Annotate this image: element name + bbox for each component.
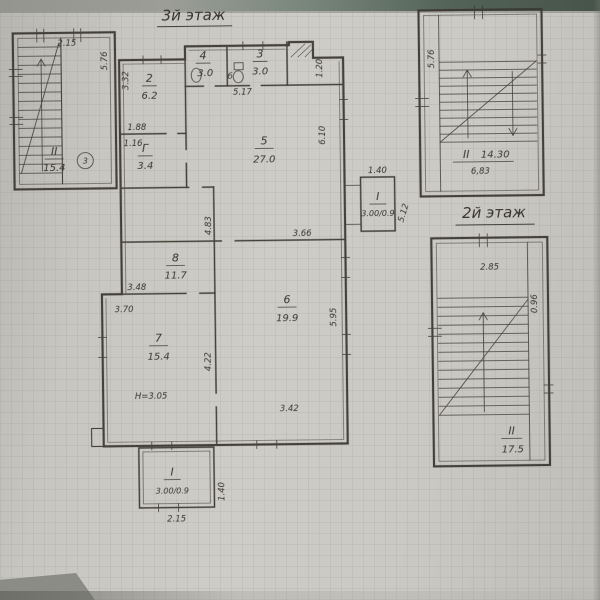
balcony-right-dim-top: 1.40 xyxy=(368,166,387,176)
balcony-bottom: I 3.00/0.9 2.15 1.40 xyxy=(138,446,227,525)
stairwell-area: 15.4 xyxy=(43,163,65,174)
stairwell-label: II xyxy=(51,145,58,158)
room2-dim-a: 1.88 xyxy=(127,123,147,133)
stair-lower-dim-top: 2.85 xyxy=(480,263,499,273)
room2-dim-b: 1.16 xyxy=(124,139,144,149)
room3-number: 3 xyxy=(256,47,263,60)
roomG-area: 3.4 xyxy=(137,161,153,172)
stair-upper-area: 14.30 xyxy=(481,149,510,160)
room2-number: 2 xyxy=(146,72,153,85)
balcony-bottom-dim-depth: 1.40 xyxy=(217,482,227,501)
room5-dim-right: 6.10 xyxy=(318,126,328,145)
stair-upper-label: II xyxy=(463,148,470,161)
floor3-labels: 2 6.2 3.32 1.88 1.16 Г 3.4 4 3.0 3 3.0 б… xyxy=(115,47,340,414)
balcony-right-area: 3.00/0.9 xyxy=(361,209,394,218)
room6-area: 19.9 xyxy=(276,313,298,324)
sink-icon xyxy=(190,67,202,83)
room4-area: 3.0 xyxy=(197,68,213,79)
stairwell-badge-circle xyxy=(76,152,94,170)
paper-bottom-edge xyxy=(0,591,600,600)
stairwell-badge: 3 xyxy=(83,157,88,166)
toilet-icon xyxy=(233,62,244,71)
room7-dim-top: 3.70 xyxy=(115,305,134,315)
balcony-right-label: I xyxy=(376,190,379,203)
room7-dim-right: 4.22 xyxy=(204,352,214,371)
balcony-bottom-area: 3.00/0.9 xyxy=(156,486,189,495)
stair-lower-label: II xyxy=(508,424,515,437)
room4-number: 4 xyxy=(199,49,206,62)
balcony-right: 1.40 I 3.00/0.9 5.12 xyxy=(344,166,412,233)
room3-area: 3.0 xyxy=(252,66,268,77)
room7-height-note: Н=3.05 xyxy=(135,392,168,402)
room5-dim-left: 4.83 xyxy=(204,216,214,235)
stair-upper-dim-side: 5.76 xyxy=(427,49,437,69)
room6-dim-bottom: 3.42 xyxy=(280,404,299,414)
floor2-title: 2й этаж xyxy=(462,203,526,222)
stairwell-dim-side: 5.76 xyxy=(100,51,110,71)
stair-plan-upper: 5.76 II 14.30 6,83 xyxy=(415,5,547,198)
room8-dim-bottom: 3.48 xyxy=(127,283,147,293)
stair-lower-area: 17.5 xyxy=(502,444,524,455)
scanner-bed-band xyxy=(0,0,600,11)
duct-dim: 1.20 xyxy=(315,59,325,78)
room6-number: 6 xyxy=(283,293,290,306)
room6-dim-right: 5.95 xyxy=(329,308,339,327)
stairwell-dim-top: 2.15 xyxy=(57,39,76,49)
room7-area: 15.4 xyxy=(147,352,169,363)
roomG-number: Г xyxy=(142,142,149,155)
paper-top-edge xyxy=(0,11,600,13)
room3-fixture-label: б xyxy=(228,72,233,81)
stair-plan-lower: 2.85 0.96 II 17.5 xyxy=(427,233,554,468)
balcony-right-dim-diag: 5.12 xyxy=(396,203,411,224)
room5-dim-top: 5.17 xyxy=(233,88,253,98)
room7-number: 7 xyxy=(155,332,162,345)
floor3-plan-walls xyxy=(90,40,352,451)
room8-area: 11.7 xyxy=(164,270,187,281)
stair-lower-dim-side: 0.96 xyxy=(530,294,540,314)
room5-dim-bottom: 3.66 xyxy=(293,229,313,239)
floor3-stairwell: 2.15 5.76 II 15.4 3 xyxy=(8,28,118,191)
room2-area: 6.2 xyxy=(141,91,157,102)
balcony-bottom-label: I xyxy=(170,466,173,479)
floor3-title: 3й этаж xyxy=(162,6,226,25)
room2-dim-side: 3.32 xyxy=(121,71,131,90)
room5-number: 5 xyxy=(260,134,267,147)
room5-area: 27.0 xyxy=(253,154,275,165)
stair-upper-area2: 6,83 xyxy=(471,167,490,177)
balcony-bottom-dim-width: 2.15 xyxy=(167,514,186,524)
room8-number: 8 xyxy=(172,251,179,264)
paper-right-edge xyxy=(593,0,600,600)
